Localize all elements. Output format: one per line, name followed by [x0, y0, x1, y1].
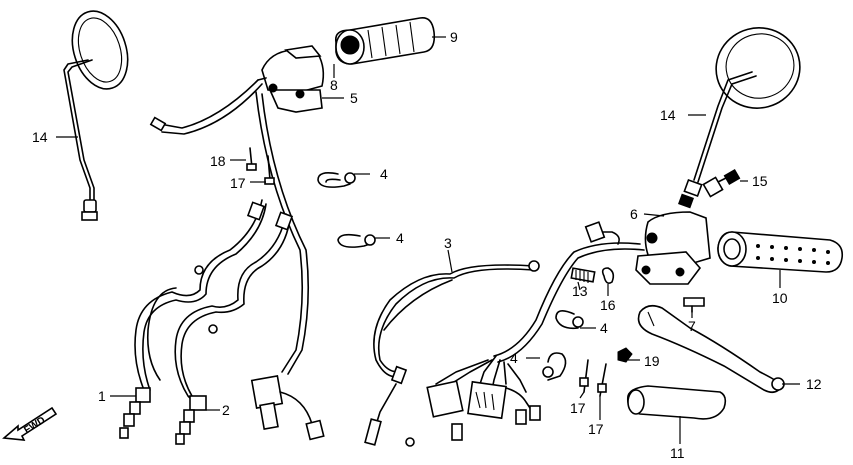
- left-handlebar-switch: [257, 45, 325, 113]
- callout-4a: 4: [380, 166, 388, 182]
- callout-17-mid: 17: [570, 400, 586, 416]
- callout-1: 1: [98, 388, 106, 404]
- callout-13: 13: [572, 283, 588, 299]
- callout-7: 7: [688, 318, 696, 334]
- callout-8: 8: [330, 77, 338, 93]
- clutch-cable: [364, 260, 540, 447]
- callout-12: 12: [806, 376, 822, 392]
- right-mirror: [678, 27, 801, 209]
- lever-cover: [626, 385, 727, 420]
- callout-14-right: 14: [660, 107, 676, 123]
- callout-labels: 14 1 2 3 4 4 4 4 5 6 7 8 9 10 11 12 13 1…: [32, 29, 822, 461]
- callout-11: 11: [670, 445, 685, 461]
- left-switch-harness: [149, 79, 325, 441]
- callout-10: 10: [772, 290, 788, 306]
- right-grip: [717, 231, 844, 273]
- leader-lines: [56, 36, 800, 444]
- cable-2: [174, 211, 294, 445]
- right-fasteners: [570, 267, 705, 397]
- band-clamps: [317, 172, 584, 381]
- clutch-lever: [637, 304, 785, 394]
- callout-4c: 4: [600, 320, 608, 336]
- callout-4d: 4: [510, 350, 518, 366]
- cable-1: [119, 199, 267, 439]
- callout-19: 19: [644, 353, 660, 369]
- callout-15: 15: [752, 173, 768, 189]
- callout-6: 6: [630, 206, 638, 222]
- callout-17-right: 17: [588, 421, 604, 437]
- callout-9: 9: [450, 29, 458, 45]
- left-grip: [334, 16, 436, 65]
- forward-direction-arrow: FWD: [2, 406, 58, 441]
- callout-3: 3: [444, 235, 452, 251]
- left-screws: [246, 147, 275, 185]
- left-mirror: [63, 10, 129, 221]
- callout-4b: 4: [396, 230, 404, 246]
- callout-17-left: 17: [230, 175, 246, 191]
- callout-16: 16: [600, 297, 616, 313]
- right-handlebar-switch: [635, 211, 711, 285]
- callout-18: 18: [210, 153, 226, 169]
- callout-5: 5: [350, 90, 358, 106]
- mirror-bolt: [702, 168, 741, 198]
- callout-2: 2: [222, 402, 230, 418]
- callout-14-left: 14: [32, 129, 48, 145]
- right-switch-harness: [426, 221, 645, 441]
